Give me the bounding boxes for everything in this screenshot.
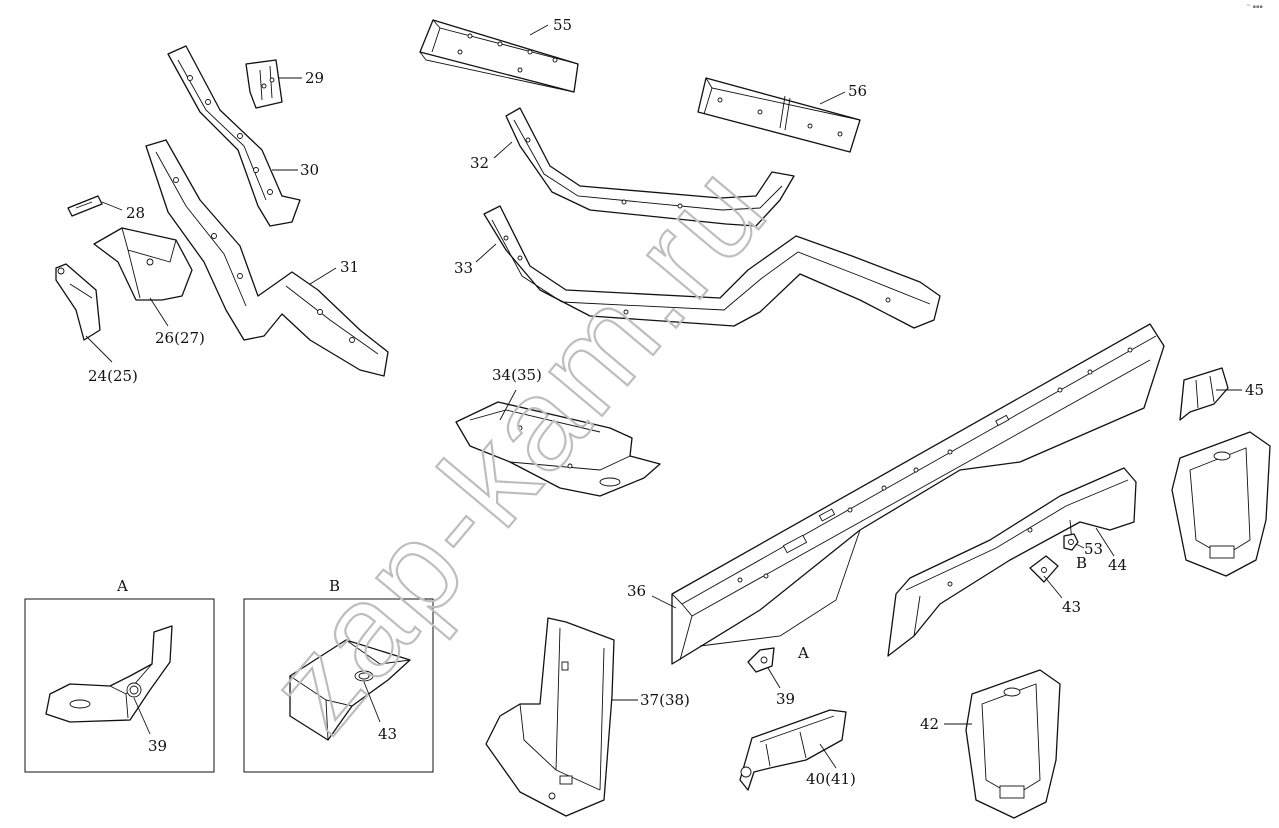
part-29	[245, 59, 283, 109]
leader-33	[475, 243, 497, 263]
leader-26	[149, 297, 169, 327]
part-43	[1029, 555, 1059, 583]
part-24-25	[55, 263, 101, 341]
leader-44	[1095, 527, 1115, 557]
part-56	[697, 77, 861, 153]
leader-24	[85, 335, 113, 363]
part-53	[1063, 533, 1079, 551]
detail-view-a	[24, 598, 215, 773]
leader-28	[101, 201, 123, 211]
callout-44: 44	[1108, 556, 1127, 574]
part-34-35	[455, 401, 661, 497]
leader-55	[529, 24, 549, 36]
detail-view-b	[243, 598, 434, 773]
callout-31: 31	[340, 258, 359, 276]
callout-45: 45	[1245, 381, 1264, 399]
detail-a-part: 39	[148, 737, 167, 755]
callout-34: 34(35)	[492, 366, 542, 384]
callout-29: 29	[305, 69, 324, 87]
corner-mark: ™ ▪▪▪	[1246, 4, 1263, 10]
callout-40: 40(41)	[806, 770, 856, 788]
part-42	[965, 669, 1061, 819]
part-39	[747, 647, 775, 673]
part-55	[419, 19, 579, 93]
callout-36: 36	[627, 582, 646, 600]
rear-panel-right	[1171, 431, 1271, 577]
callout-56: 56	[848, 82, 867, 100]
leader-43	[1043, 575, 1063, 599]
part-37-38	[485, 617, 615, 817]
callout-28: 28	[126, 204, 145, 222]
callout-33: 33	[454, 259, 473, 277]
callout-55: 55	[553, 16, 572, 34]
callout-37: 37(38)	[640, 691, 690, 709]
leader-32	[493, 141, 513, 159]
detail-a-title: A	[116, 577, 128, 595]
part-26-27	[93, 227, 193, 301]
leader-40	[819, 743, 837, 769]
callout-30: 30	[300, 161, 319, 179]
part-30	[167, 45, 301, 227]
part-36	[671, 323, 1165, 665]
leader-36	[651, 595, 677, 609]
callout-39-main: 39	[776, 690, 795, 708]
part-44	[887, 467, 1137, 657]
callout-32: 32	[470, 154, 489, 172]
leader-53	[1075, 543, 1085, 549]
callout-26: 26(27)	[155, 329, 205, 347]
mark-a-on-39: A	[797, 644, 809, 662]
leader-56	[819, 91, 846, 105]
part-33	[483, 205, 941, 329]
callout-42: 42	[920, 715, 939, 733]
part-32	[505, 107, 795, 227]
part-45	[1179, 367, 1229, 421]
watermark-text: zap-kam.ru	[240, 135, 795, 758]
callout-24: 24(25)	[88, 367, 138, 385]
leader-43-detail	[363, 681, 381, 723]
part-31	[145, 139, 389, 377]
leader-39-detail	[133, 697, 151, 735]
leader-39	[767, 667, 781, 689]
mark-b-on-44: B	[1076, 554, 1087, 572]
part-28	[67, 195, 103, 217]
part-40-41	[739, 709, 847, 791]
callout-53: 53	[1084, 540, 1103, 558]
detail-b-title: B	[329, 577, 340, 595]
detail-b-part: 43	[378, 725, 397, 743]
callout-43: 43	[1062, 598, 1081, 616]
leader-34	[499, 389, 517, 421]
leader-31	[309, 267, 337, 285]
